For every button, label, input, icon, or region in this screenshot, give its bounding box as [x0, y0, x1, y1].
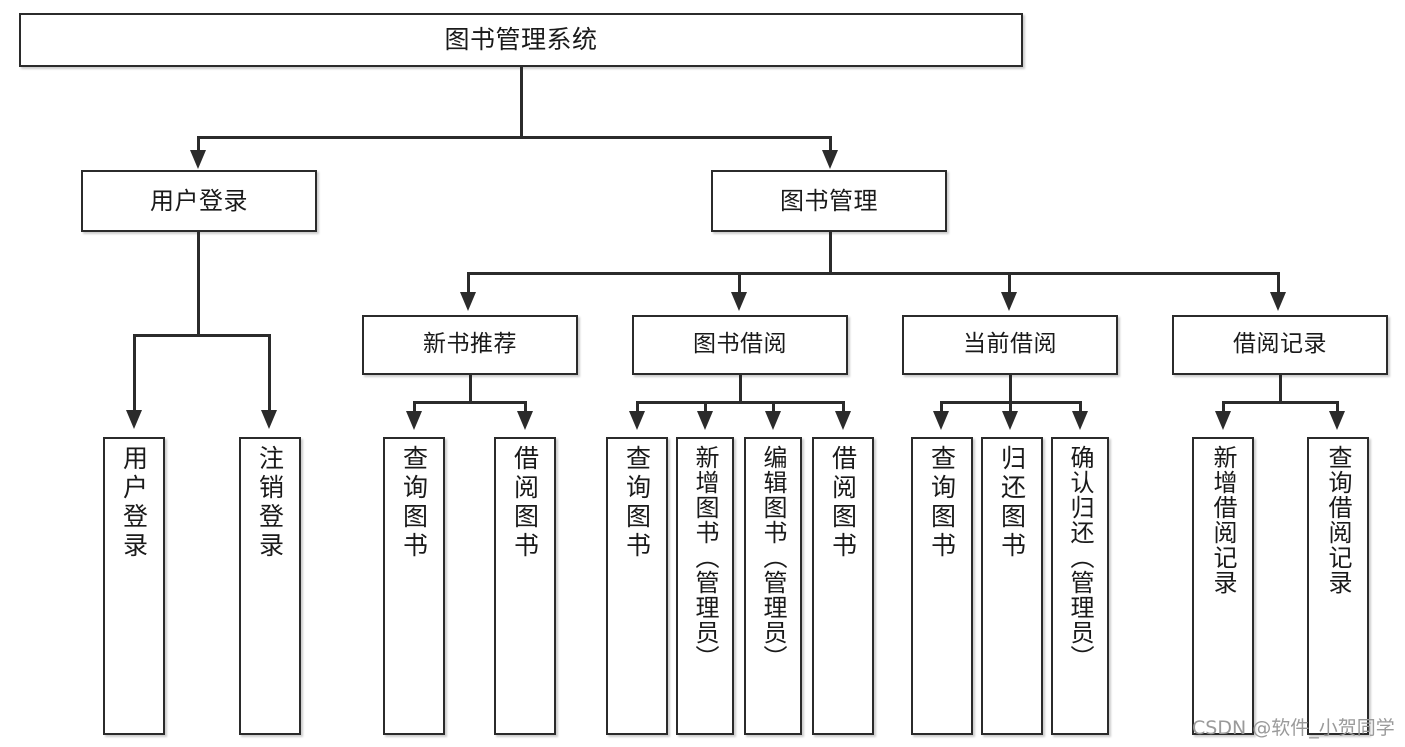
- leaf-cb-confirm-return-admin[interactable]: 确认归还（管理员）: [1051, 437, 1109, 735]
- connector-to-borrow-record: [1277, 272, 1280, 300]
- connector-book-manage-bus: [467, 272, 1279, 275]
- leaf-nb-borrow-book[interactable]: 借阅图书: [494, 437, 556, 735]
- arrowhead-cb-leaf1: [933, 411, 949, 430]
- node-label: 查询图书: [927, 445, 957, 561]
- connector-root-to-book-manage: [829, 136, 832, 162]
- node-label: 当前借阅: [963, 331, 1057, 358]
- connector-borrow-record-bus: [1222, 401, 1339, 404]
- connector-root-stem: [520, 67, 523, 137]
- arrowhead-user-login: [190, 150, 206, 169]
- leaf-br-add-record[interactable]: 新增借阅记录: [1192, 437, 1254, 735]
- connector-book-manage-stem: [829, 232, 832, 274]
- leaf-bb-edit-book-admin[interactable]: 编辑图书（管理员）: [744, 437, 802, 735]
- arrowhead-new-book: [460, 292, 476, 311]
- connector-new-book-bus: [413, 401, 527, 404]
- connector-root-to-user-login: [197, 136, 200, 162]
- arrowhead-book-manage: [822, 150, 838, 169]
- connector-user-login-leaf1: [133, 334, 136, 418]
- connector-user-login-stem: [197, 232, 200, 336]
- connector-new-book-leaf1: [413, 401, 416, 419]
- connector-new-book-leaf2: [524, 401, 527, 419]
- connector-book-borrow-stem: [739, 375, 742, 403]
- node-label: 借阅图书: [828, 445, 858, 561]
- arrowhead-br-leaf2: [1329, 411, 1345, 430]
- connector-cb-leaf3: [1079, 401, 1082, 419]
- node-label: 新增借阅记录: [1209, 445, 1237, 595]
- connector-bb-leaf1: [636, 401, 639, 419]
- leaf-user-login[interactable]: 用户登录: [103, 437, 165, 735]
- arrowhead-bb-leaf2: [697, 411, 713, 430]
- node-label: 新书推荐: [423, 331, 517, 358]
- arrowhead-cb-leaf2: [1002, 411, 1018, 430]
- connector-user-login-leaf2: [268, 334, 271, 418]
- node-label: 用户登录: [150, 186, 248, 215]
- connector-cb-leaf1: [940, 401, 943, 419]
- arrowhead-bb-leaf1: [629, 411, 645, 430]
- node-label: 借阅图书: [510, 445, 540, 561]
- watermark-text: CSDN @软件_小贺同学: [1192, 717, 1395, 739]
- leaf-bb-borrow-book[interactable]: 借阅图书: [812, 437, 874, 735]
- node-label: 查询图书: [622, 445, 652, 561]
- connector-to-book-borrow: [738, 272, 741, 300]
- node-label: 图书管理: [780, 186, 878, 215]
- node-label: 图书管理系统: [444, 25, 598, 55]
- node-current-borrow[interactable]: 当前借阅: [902, 315, 1118, 375]
- connector-to-new-book: [467, 272, 470, 300]
- node-label: 借阅记录: [1233, 331, 1327, 358]
- arrowhead-leaf-user-login: [126, 410, 142, 429]
- leaf-br-query-record[interactable]: 查询借阅记录: [1307, 437, 1369, 735]
- arrowhead-borrow-record: [1270, 292, 1286, 311]
- leaf-bb-query-book[interactable]: 查询图书: [606, 437, 668, 735]
- connector-root-bus: [197, 136, 832, 139]
- connector-cb-leaf2: [1009, 401, 1012, 419]
- leaf-bb-add-book-admin[interactable]: 新增图书（管理员）: [676, 437, 734, 735]
- connector-to-current-borrow: [1008, 272, 1011, 300]
- arrowhead-br-leaf1: [1215, 411, 1231, 430]
- leaf-cb-return-book[interactable]: 归还图书: [981, 437, 1043, 735]
- connector-new-book-stem: [469, 375, 472, 403]
- connector-br-leaf2: [1336, 401, 1339, 419]
- node-label: 新增图书（管理员）: [691, 445, 719, 670]
- arrowhead-bb-leaf3: [765, 411, 781, 430]
- node-borrow-record[interactable]: 借阅记录: [1172, 315, 1388, 375]
- arrowhead-bb-leaf4: [835, 411, 851, 430]
- leaf-logout[interactable]: 注销登录: [239, 437, 301, 735]
- node-label: 注销登录: [255, 445, 285, 561]
- leaf-nb-query-book[interactable]: 查询图书: [383, 437, 445, 735]
- node-book-borrow[interactable]: 图书借阅: [632, 315, 848, 375]
- node-root-system[interactable]: 图书管理系统: [19, 13, 1023, 67]
- connector-bb-leaf4: [842, 401, 845, 419]
- node-new-book-recommend[interactable]: 新书推荐: [362, 315, 578, 375]
- connector-book-borrow-bus: [636, 401, 845, 404]
- connector-br-leaf1: [1222, 401, 1225, 419]
- connector-bb-leaf2: [704, 401, 707, 419]
- node-label: 确认归还（管理员）: [1066, 445, 1094, 670]
- connector-current-borrow-stem: [1009, 375, 1012, 403]
- node-user-login[interactable]: 用户登录: [81, 170, 317, 232]
- connector-borrow-record-stem: [1279, 375, 1282, 403]
- connector-user-login-bus: [133, 334, 271, 337]
- node-label: 用户登录: [119, 445, 149, 561]
- arrowhead-nb-leaf2: [517, 411, 533, 430]
- arrowhead-current-borrow: [1001, 292, 1017, 311]
- node-label: 查询图书: [399, 445, 429, 561]
- arrowhead-book-borrow: [731, 292, 747, 311]
- node-label: 编辑图书（管理员）: [759, 445, 787, 670]
- leaf-cb-query-book[interactable]: 查询图书: [911, 437, 973, 735]
- node-label: 查询借阅记录: [1324, 445, 1352, 595]
- node-label: 归还图书: [997, 445, 1027, 561]
- arrowhead-nb-leaf1: [406, 411, 422, 430]
- node-book-manage[interactable]: 图书管理: [711, 170, 947, 232]
- node-label: 图书借阅: [693, 331, 787, 358]
- connector-bb-leaf3: [772, 401, 775, 419]
- arrowhead-leaf-logout: [261, 410, 277, 429]
- arrowhead-cb-leaf3: [1072, 411, 1088, 430]
